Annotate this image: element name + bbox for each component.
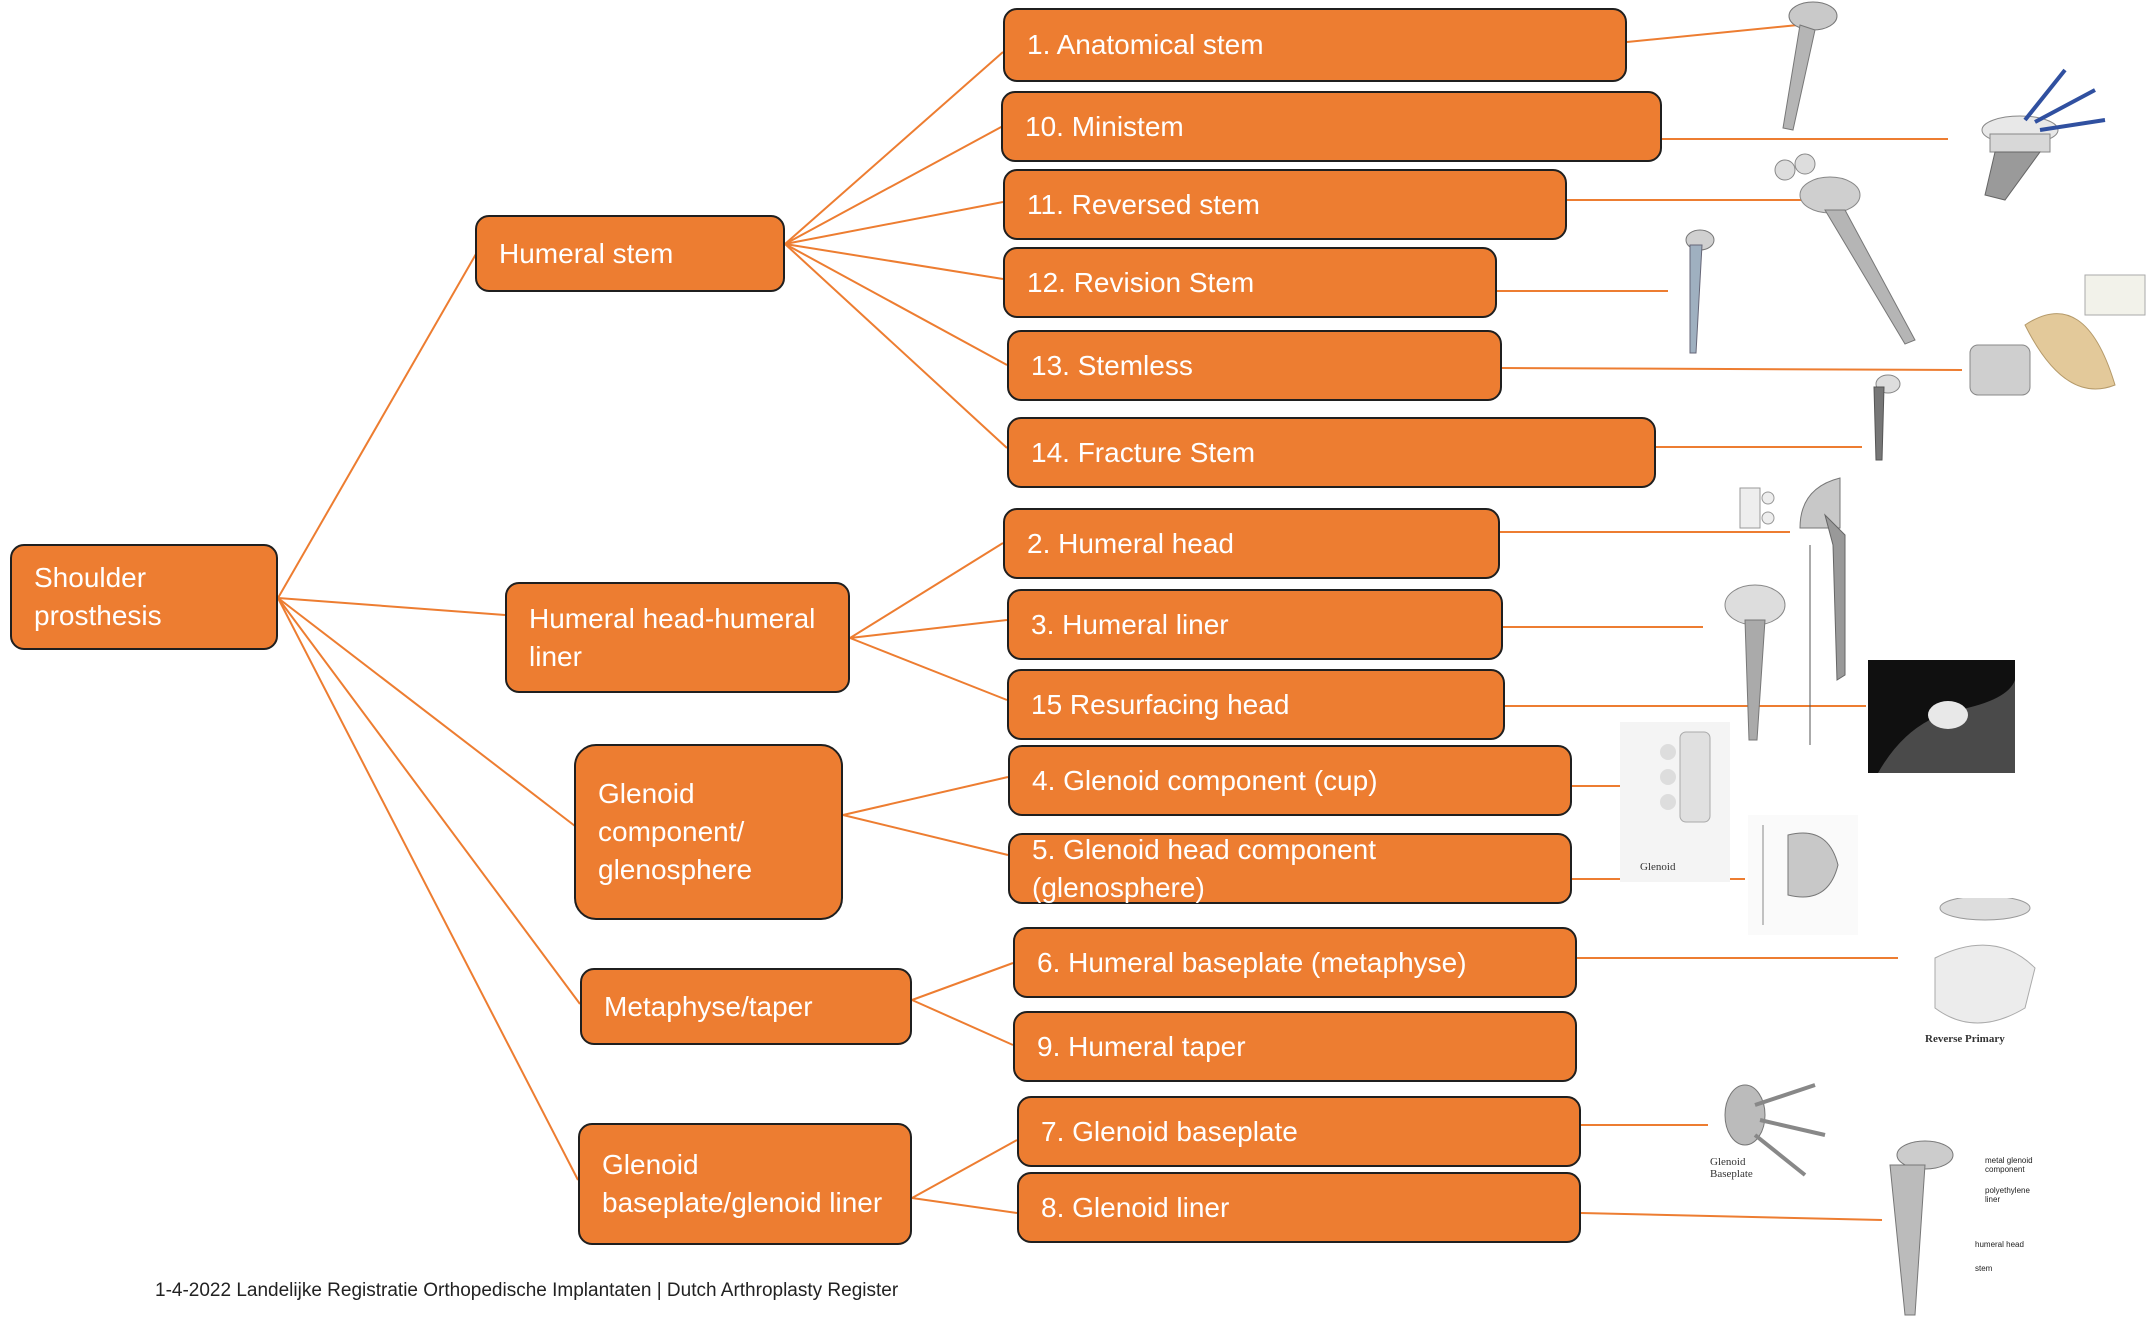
item-label: 15 Resurfacing head <box>1031 688 1290 720</box>
item-revision-stem: 12. Revision Stem <box>1003 247 1497 318</box>
item-resurfacing-head: 15 Resurfacing head <box>1007 669 1505 740</box>
item-glenoid-baseplate: 7. Glenoid baseplate <box>1017 1096 1581 1167</box>
group-humeral-head-liner: Humeral head-humeral liner <box>505 582 850 693</box>
item-label: 3. Humeral liner <box>1031 608 1229 640</box>
fracture-stem-image <box>1873 374 1901 461</box>
caption-humeral-head: humeral head <box>1975 1240 2024 1249</box>
item-ministem: 10. Ministem <box>1001 91 1662 162</box>
humeral-head-image <box>1739 477 1841 529</box>
item-label: 13. Stemless <box>1031 349 1193 381</box>
group-metaphyse-taper: Metaphyse/taper <box>580 968 912 1045</box>
item-label: 8. Glenoid liner <box>1041 1191 1230 1223</box>
item-label: 5. Glenoid head component (glenosphere) <box>1032 833 1377 903</box>
item-label: 14. Fracture Stem <box>1031 436 1256 468</box>
group-glenoid-component: Glenoid component/ glenosphere <box>574 744 843 920</box>
caption-stem: stem <box>1975 1264 1993 1273</box>
item-humeral-liner: 3. Humeral liner <box>1007 589 1503 660</box>
item-glenoid-liner: 8. Glenoid liner <box>1017 1172 1581 1243</box>
item-label: 1. Anatomical stem <box>1027 29 1264 60</box>
reversed-stem-image <box>1774 153 1916 345</box>
item-humeral-head: 2. Humeral head <box>1003 508 1500 579</box>
item-label: 10. Ministem <box>1025 110 1184 142</box>
caption-reverse-primary: Reverse Primary <box>1925 1033 2005 1045</box>
anatomical-stem-image <box>1782 1 1838 131</box>
item-glenoid-component-cup: 4. Glenoid component (cup) <box>1008 745 1572 816</box>
root-label: Shoulder prosthesis <box>34 562 162 631</box>
glenosphere-image <box>1748 815 1858 935</box>
item-label: 4. Glenoid component (cup) <box>1032 764 1378 796</box>
glenoid-cup-image: Glenoid <box>1620 722 1730 882</box>
revision-stem-image <box>1685 229 1715 354</box>
item-label: 2. Humeral head <box>1027 527 1235 559</box>
item-label: 11. Reversed stem <box>1027 188 1260 220</box>
root-shoulder-prosthesis: Shoulder prosthesis <box>10 544 278 650</box>
item-label: 9. Humeral taper <box>1037 1030 1246 1062</box>
item-humeral-baseplate: 6. Humeral baseplate (metaphyse) <box>1013 927 1577 998</box>
stemless-image <box>1969 274 2146 396</box>
group-glenoid-baseplate-liner: Glenoid baseplate/glenoid liner <box>578 1123 912 1245</box>
group-label: Humeral stem <box>499 237 674 269</box>
item-stemless: 13. Stemless <box>1007 330 1502 401</box>
caption-glenoid: Glenoid <box>1640 861 1676 873</box>
reverse-primary-image: Reverse Primary <box>1925 898 2036 1045</box>
item-anatomical-stem: 1. Anatomical stem <box>1003 8 1627 82</box>
group-label: Glenoid baseplate/glenoid liner <box>602 1149 883 1218</box>
item-humeral-taper: 9. Humeral taper <box>1013 1011 1577 1082</box>
item-label: 12. Revision Stem <box>1027 266 1255 298</box>
group-humeral-stem: Humeral stem <box>475 215 785 292</box>
ministem-image <box>1981 68 2106 201</box>
item-fracture-stem: 14. Fracture Stem <box>1007 417 1656 488</box>
item-label: 6. Humeral baseplate (metaphyse) <box>1037 946 1467 978</box>
resurfacing-xray-image <box>1868 660 2015 773</box>
group-label: Humeral head-humeral liner <box>529 602 816 672</box>
item-reversed-stem: 11. Reversed stem <box>1003 169 1567 240</box>
item-label: 7. Glenoid baseplate <box>1041 1115 1298 1147</box>
humeral-liner-image <box>1724 513 1846 745</box>
item-glenoid-head-component: 5. Glenoid head component (glenosphere) <box>1008 833 1572 904</box>
group-label: Glenoid component/ glenosphere <box>598 778 753 885</box>
footer-text: 1-4-2022 Landelijke Registratie Orthoped… <box>155 1280 899 1301</box>
group-label: Metaphyse/taper <box>604 990 813 1022</box>
